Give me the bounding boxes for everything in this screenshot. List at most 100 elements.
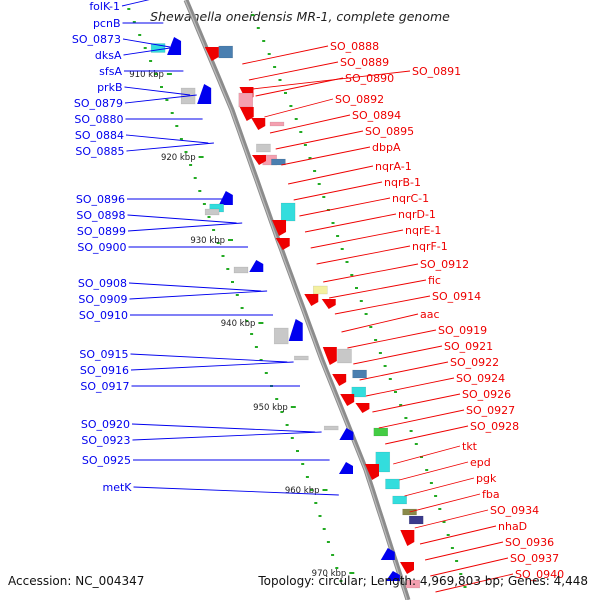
- gc-tick: [388, 378, 392, 380]
- right-gene-label: nqrC-1: [392, 192, 429, 205]
- gc-tick: [318, 515, 322, 517]
- gc-tick: [262, 40, 266, 42]
- gc-tick: [314, 502, 318, 504]
- gc-tick: [326, 541, 330, 543]
- right-gene-label: nqrD-1: [398, 208, 436, 221]
- right-leader-line: [323, 263, 419, 283]
- gc-tick: [301, 463, 305, 465]
- gene-feature-box: [385, 478, 400, 490]
- left-gene-label: dksA: [95, 49, 122, 62]
- left-gene-label: SO_0898: [76, 209, 125, 222]
- gc-tick: [450, 547, 454, 549]
- left-gene-label: SO_0879: [74, 97, 123, 110]
- gc-tick: [278, 79, 282, 81]
- gc-tick: [394, 391, 397, 393]
- gc-tick: [138, 34, 142, 36]
- gc-tick: [463, 586, 467, 588]
- kbp-tick: [228, 239, 233, 241]
- left-leader-line: [121, 0, 150, 7]
- kbp-label: 950 kbp: [253, 403, 288, 413]
- right-leader-line: [264, 98, 334, 118]
- gc-tick: [240, 307, 244, 309]
- gc-tick: [154, 73, 158, 75]
- gene-feature-box: [218, 45, 233, 59]
- right-gene-label: nqrB-1: [384, 176, 421, 189]
- gc-tick: [184, 151, 188, 153]
- gc-tick: [132, 21, 136, 23]
- right-gene-label: SO_0922: [450, 356, 499, 369]
- gc-tick: [273, 66, 277, 68]
- gc-tick: [414, 443, 418, 445]
- gc-tick: [303, 144, 307, 146]
- kbp-tick: [349, 572, 355, 574]
- gc-tick: [369, 326, 373, 328]
- left-gene-label: SO_0920: [81, 418, 130, 431]
- right-gene-label: SO_0892: [335, 93, 384, 106]
- genome-backbone-highlight: [184, 0, 408, 600]
- reverse-gene-arrow: [204, 47, 219, 61]
- gc-tick: [198, 190, 202, 192]
- right-leader-line: [252, 70, 411, 90]
- right-leader-line: [304, 213, 397, 233]
- right-gene-label: SO_0912: [420, 258, 469, 271]
- gc-tick: [345, 261, 349, 263]
- gc-tick: [165, 99, 169, 101]
- gc-tick: [446, 534, 450, 536]
- forward-gene-arrow: [197, 84, 212, 104]
- right-gene-label: SO_0940: [515, 568, 564, 581]
- gc-tick: [331, 222, 335, 224]
- kbp-label: 910 kbp: [129, 70, 164, 80]
- right-leader-line: [347, 329, 437, 349]
- gene-feature-box: [408, 515, 424, 525]
- gc-tick: [259, 359, 263, 361]
- gc-tick: [280, 411, 284, 413]
- gc-tick: [284, 92, 287, 94]
- right-leader-line: [414, 509, 489, 529]
- gc-tick: [285, 424, 289, 426]
- right-gene-label: nhaD: [498, 520, 527, 533]
- right-gene-label: SO_0937: [510, 552, 559, 565]
- left-gene-label: SO_0910: [79, 309, 128, 322]
- left-leader-line: [132, 431, 322, 441]
- right-leader-line: [281, 146, 371, 166]
- gc-tick: [322, 196, 326, 198]
- right-gene-label: SO_0927: [466, 404, 515, 417]
- gc-tick: [442, 521, 446, 523]
- right-gene-label: SO_0895: [365, 125, 414, 138]
- gc-tick: [378, 352, 382, 354]
- left-gene-label: SO_0908: [78, 277, 127, 290]
- gc-tick: [425, 469, 429, 471]
- left-gene-label: metK: [102, 481, 132, 494]
- gc-tick: [231, 281, 234, 283]
- left-gene-label: SO_0884: [75, 129, 124, 142]
- right-leader-line: [419, 525, 497, 545]
- right-gene-label: SO_0889: [340, 56, 389, 69]
- gc-tick: [305, 476, 309, 478]
- right-gene-label: fba: [482, 488, 500, 501]
- left-leader-line: [133, 486, 339, 496]
- gc-tick: [216, 242, 220, 244]
- right-gene-label: nqrA-1: [375, 160, 412, 173]
- gc-tick: [313, 170, 317, 172]
- left-gene-label: sfsA: [99, 65, 122, 78]
- forward-gene-arrow: [380, 548, 395, 560]
- gene-feature-box: [280, 202, 296, 222]
- gene-feature-box: [238, 92, 254, 108]
- right-gene-label: epd: [470, 456, 491, 469]
- right-leader-line: [372, 393, 461, 413]
- gc-tick: [339, 580, 343, 582]
- right-gene-label: fic: [428, 274, 441, 287]
- gene-feature-box: [405, 579, 421, 589]
- gc-tick: [331, 554, 335, 556]
- gene-feature-box: [256, 143, 271, 153]
- gc-tick: [160, 86, 163, 88]
- gc-tick: [355, 287, 358, 289]
- left-leader-line: [127, 214, 237, 224]
- gc-tick: [340, 248, 344, 250]
- gc-tick: [336, 235, 340, 237]
- gene-feature-box: [233, 266, 249, 274]
- reverse-gene-arrow: [365, 464, 379, 480]
- right-gene-label: SO_0924: [456, 372, 505, 385]
- gc-tick: [420, 456, 423, 458]
